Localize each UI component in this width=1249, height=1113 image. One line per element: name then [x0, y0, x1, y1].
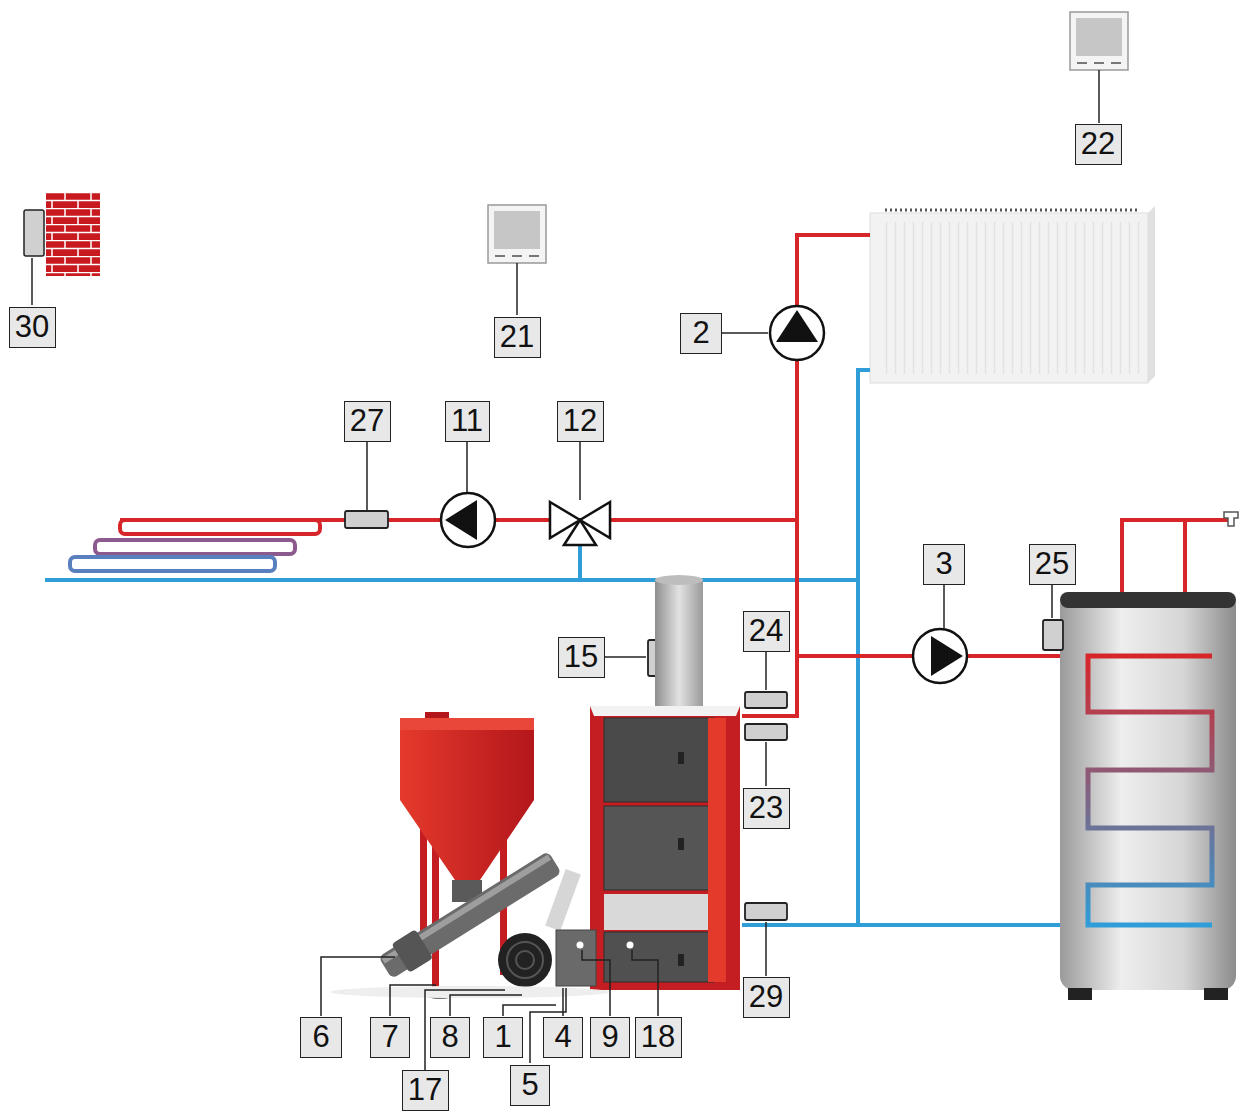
callout-box: 8 — [430, 1017, 470, 1058]
callout-box: 9 — [590, 1017, 630, 1058]
callout-box: 21 — [494, 317, 541, 358]
callout-number: 17 — [408, 1073, 442, 1107]
callout-box: 4 — [543, 1017, 583, 1058]
callout-number: 12 — [563, 404, 597, 438]
callout-box: 2 — [680, 313, 722, 354]
callout-box: 25 — [1029, 544, 1076, 585]
callout-box: 23 — [743, 788, 790, 829]
callout-box: 17 — [402, 1070, 449, 1111]
callout-number: 8 — [441, 1020, 458, 1054]
callout-box: 1 — [483, 1017, 523, 1058]
callout-box: 15 — [558, 637, 605, 678]
callout-box: 11 — [445, 401, 490, 442]
callout-box: 5 — [510, 1065, 550, 1106]
callout-box: 7 — [370, 1017, 410, 1058]
callout-number: 4 — [554, 1020, 571, 1054]
callout-number: 7 — [381, 1020, 398, 1054]
callout-number: 6 — [312, 1020, 329, 1054]
callout-number: 15 — [564, 640, 598, 674]
callout-box: 27 — [344, 401, 391, 442]
callout-number: 1 — [494, 1020, 511, 1054]
callout-number: 29 — [749, 980, 783, 1014]
callout-number: 5 — [521, 1068, 538, 1102]
callout-number: 25 — [1035, 547, 1069, 581]
callout-number: 2 — [692, 316, 709, 350]
callout-box: 24 — [743, 611, 790, 652]
callout-box: 18 — [635, 1017, 682, 1058]
callout-box: 22 — [1075, 124, 1122, 165]
callout-number: 11 — [451, 404, 483, 438]
callout-box: 3 — [923, 544, 965, 585]
callout-box: 12 — [557, 401, 604, 442]
callout-box: 6 — [300, 1017, 342, 1058]
callout-number: 30 — [15, 310, 49, 344]
callout-number: 18 — [641, 1020, 675, 1054]
callout-number: 24 — [749, 614, 783, 648]
callout-box: 30 — [9, 307, 56, 348]
callout-number: 22 — [1081, 127, 1115, 161]
callout-number: 27 — [350, 404, 384, 438]
callout-number: 9 — [601, 1020, 618, 1054]
callout-box: 29 — [743, 977, 790, 1018]
callout-number: 3 — [935, 547, 952, 581]
callout-number: 21 — [500, 320, 534, 354]
callout-number: 23 — [749, 791, 783, 825]
